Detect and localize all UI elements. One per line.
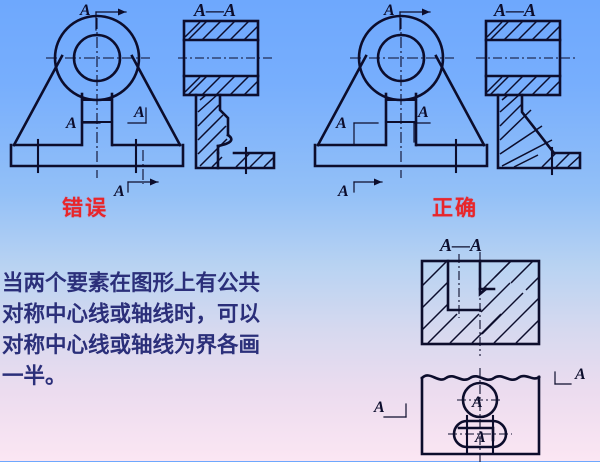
right-slope [130,54,182,147]
hatch-lower-band [184,75,259,96]
arrow-head-bottom [150,178,158,186]
section-mark-a-mid-left-c: A [335,115,347,132]
figure-correct-front-view: A A A A [313,2,489,200]
counterbore-recess [446,259,482,312]
rib-slope-c [520,93,556,155]
section-mark-a-top: A [79,2,91,19]
section-title-wrong: A—A [193,0,236,20]
base-plate-c [313,143,489,168]
figure-correct-section-view: A—A [476,0,582,176]
rib-inner-edge [218,93,230,137]
figure-wrong-front-view: A A A A [9,2,185,200]
arrow-head-top [118,8,126,16]
slot-hole-label: A [474,429,486,446]
boss-bore-circle [72,33,122,83]
label-correct: 正确 [432,196,478,220]
leg-outline [194,93,276,170]
hatch-leg-c [499,94,553,168]
section-mark-a-bottom-c: A [337,183,349,200]
arrow-head-top-c [422,8,430,16]
figure-wrong-section-view: A—A [178,0,276,175]
hatch-plate-section [421,260,540,344]
figure-plate-views: A—A [373,235,586,462]
section-mark-a-plate-right: A [574,366,586,383]
circular-hole-label: A [471,394,483,411]
section-mark-a-plate-left: A [373,399,385,416]
hatch-foot [235,152,275,168]
hatch-foot-c [541,152,581,168]
break-line [420,374,541,381]
section-title-plate: A—A [439,235,482,255]
leg-outline-c [496,93,582,170]
hatch-leg [197,94,228,168]
section-mark-a-mid-left: A [65,115,77,132]
section-mark-a-bottom: A [113,183,125,200]
hatch-lower-band-c [486,75,561,96]
arrow-head-bottom-c [374,178,382,186]
boss-bore-circle-c [376,33,426,83]
hatch-top-band [184,20,259,41]
base-plate [9,143,185,168]
section-mark-a-mid-right-c: A [417,104,429,121]
hatch-top-band-c [486,20,561,41]
section-mark-a-mid-right: A [133,104,145,121]
section-mark-a-top-c: A [383,2,395,19]
label-wrong: 错误 [62,196,108,220]
left-slope-c [316,54,368,147]
caption-text: 当两个要素在图形上有公共 对称中心线或轴线时，可以 对称中心线或轴线为界各画 一… [2,271,261,389]
left-slope [12,54,64,147]
section-title-correct: A—A [493,0,536,20]
right-slope-c [434,54,486,147]
